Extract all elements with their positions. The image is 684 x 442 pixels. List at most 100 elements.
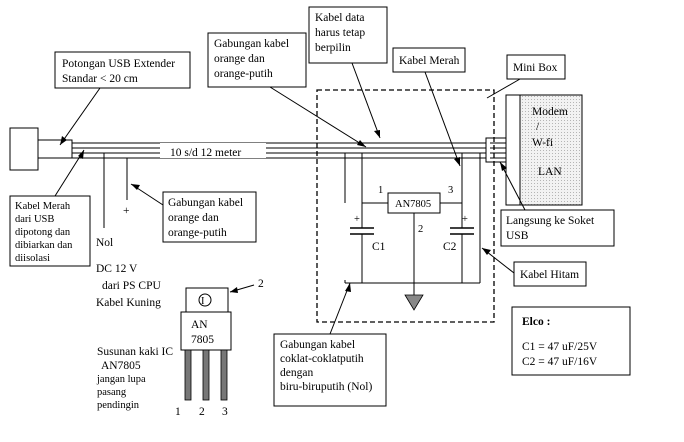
callout-gabungan-mid: [162, 191, 257, 243]
ic-tab-number: 2: [258, 278, 264, 290]
kabel-merah-usb-line4: dibiarkan dan: [15, 240, 73, 251]
langsung-soket-line2: USB: [506, 230, 529, 242]
regulator-circuit: [344, 153, 481, 284]
mini-box-label: Mini Box: [513, 62, 558, 74]
arrow-kabel-merah-top: [424, 71, 461, 167]
regulator-pin2: 2: [418, 224, 423, 235]
elco-title: Elco :: [522, 316, 550, 328]
capacitor-c2: [450, 203, 474, 283]
arrowhead-kabel-hitam: [482, 248, 491, 255]
plus-label: +: [123, 205, 130, 217]
arrow-gabungan-top: [269, 86, 367, 148]
ic-tab-mark: I: [201, 296, 205, 307]
arrowhead-gabungan-mid: [131, 184, 140, 190]
ic-pin-label-2: 2: [199, 406, 205, 418]
kabel-merah-top-label: Kabel Merah: [399, 55, 460, 67]
arrowhead-kabel-merah-usb: [78, 150, 84, 159]
callout-gabungan-bottom: [273, 333, 387, 407]
usb-plug-left: [9, 127, 39, 171]
modem-box: [519, 94, 583, 206]
c2-plus: +: [462, 214, 468, 225]
regulator-pin3: 3: [448, 185, 453, 196]
callout-usb-extender: [54, 51, 191, 89]
callout-gabungan-top: [207, 32, 307, 88]
kabel-data-line1: Kabel data: [315, 12, 365, 24]
kabel-merah-usb-line2: dari USB: [15, 214, 54, 225]
arrowhead-kabel-data: [374, 130, 380, 138]
arrow-kabel-data: [351, 62, 381, 139]
gabungan-bottom-line1: Gabungan kabel: [280, 339, 355, 351]
kabel-data-line3: berpilin: [315, 42, 351, 54]
arrow-mini-box: [486, 78, 521, 99]
cable-length-label: 10 s/d 12 meter: [170, 147, 241, 159]
ic-pin-label-1: 1: [175, 406, 181, 418]
ic-body-line1: AN: [191, 319, 208, 331]
callout-kabel-merah-usb: [9, 195, 91, 267]
ic-package: [180, 287, 232, 401]
usb-extender-line2: Standar < 20 cm: [62, 73, 138, 85]
power-label-2: dari PS CPU: [102, 280, 161, 292]
kabel-merah-usb-line1: Kabel Merah: [15, 201, 71, 212]
arrow-gabungan-bottom: [329, 282, 351, 335]
regulator-pin1: 1: [378, 185, 383, 196]
arrowhead-usb-extender: [60, 136, 67, 145]
kabel-merah-usb-line5: diisolasi: [15, 253, 50, 264]
main-cable: [72, 142, 490, 159]
callout-mini-box: [506, 54, 566, 80]
kabel-data-line2: harus tetap: [315, 27, 365, 39]
ic-caption-line1: Susunan kaki IC: [97, 346, 173, 358]
usb-extender-line1: Potongan USB Extender: [62, 58, 175, 70]
power-label-3: Kabel Kuning: [96, 297, 161, 309]
callout-kabel-data: [308, 6, 388, 64]
cable-label-bg: [160, 143, 266, 158]
callout-langsung-soket: [500, 209, 615, 247]
power-label-1: DC 12 V: [96, 263, 138, 275]
arrow-kabel-merah-usb: [54, 149, 85, 197]
ic-body-line2: 7805: [191, 334, 214, 346]
arrowhead-gabungan-bottom: [345, 283, 351, 292]
arrow-usb-extender: [59, 87, 101, 146]
nol-label: Nol: [96, 237, 113, 249]
mini-box-outline: [316, 89, 495, 323]
capacitor-c1: [350, 203, 374, 283]
ic-caption-line4: pasang: [97, 387, 127, 398]
gabungan-top-line1: Gabungan kabel: [214, 38, 289, 50]
elco-spec-box: [511, 306, 631, 376]
elco-c1: C1 = 47 uF/25V: [522, 341, 598, 353]
gabungan-bottom-line4: biru-biruputih (Nol): [280, 381, 372, 393]
elco-c2: C2 = 47 uF/16V: [522, 356, 598, 368]
arrowhead-langsung-soket: [500, 162, 507, 171]
kabel-merah-usb-line3: dipotong dan: [15, 227, 71, 238]
c1-label: C1: [372, 241, 386, 253]
gabungan-bottom-line2: coklat-coklatputih: [280, 353, 364, 365]
gabungan-mid-line1: Gabungan kabel: [168, 197, 243, 209]
ic-pin-label-3: 3: [222, 406, 228, 418]
ic-caption-line3: jangan lupa: [96, 374, 146, 385]
ic-caption-line2: AN7805: [101, 360, 141, 372]
ic-caption-line5: pendingin: [97, 400, 140, 411]
modem-label-4: LAN: [538, 166, 562, 178]
modem-side: [505, 94, 521, 206]
callout-kabel-merah-top: [392, 47, 466, 73]
gabungan-top-line2: orange dan: [214, 53, 265, 65]
ic-tab-arrowhead: [230, 287, 238, 293]
c2-label: C2: [443, 241, 457, 253]
gabungan-mid-line3: orange-putih: [168, 227, 227, 239]
ground-symbol: [404, 294, 424, 311]
arrowhead-gabungan-top: [357, 140, 366, 147]
gabungan-top-line3: orange-putih: [214, 68, 273, 80]
arrowhead-kabel-merah-top: [454, 157, 460, 166]
modem-label-3: W-fi: [532, 137, 553, 149]
usb-plug-left-neck: [37, 139, 73, 159]
c1-plus: +: [354, 214, 360, 225]
gabungan-bottom-line3: dengan: [280, 367, 313, 379]
langsung-soket-line1: Langsung ke Soket: [506, 215, 595, 227]
modem-label-2: /: [536, 121, 540, 133]
callout-kabel-hitam: [513, 261, 587, 287]
modem-label-1: Modem: [532, 106, 568, 118]
regulator-label: AN7805: [395, 199, 431, 210]
arrow-langsung-soket: [499, 161, 526, 211]
kabel-hitam-label: Kabel Hitam: [520, 269, 579, 281]
gabungan-mid-line2: orange dan: [168, 212, 219, 224]
